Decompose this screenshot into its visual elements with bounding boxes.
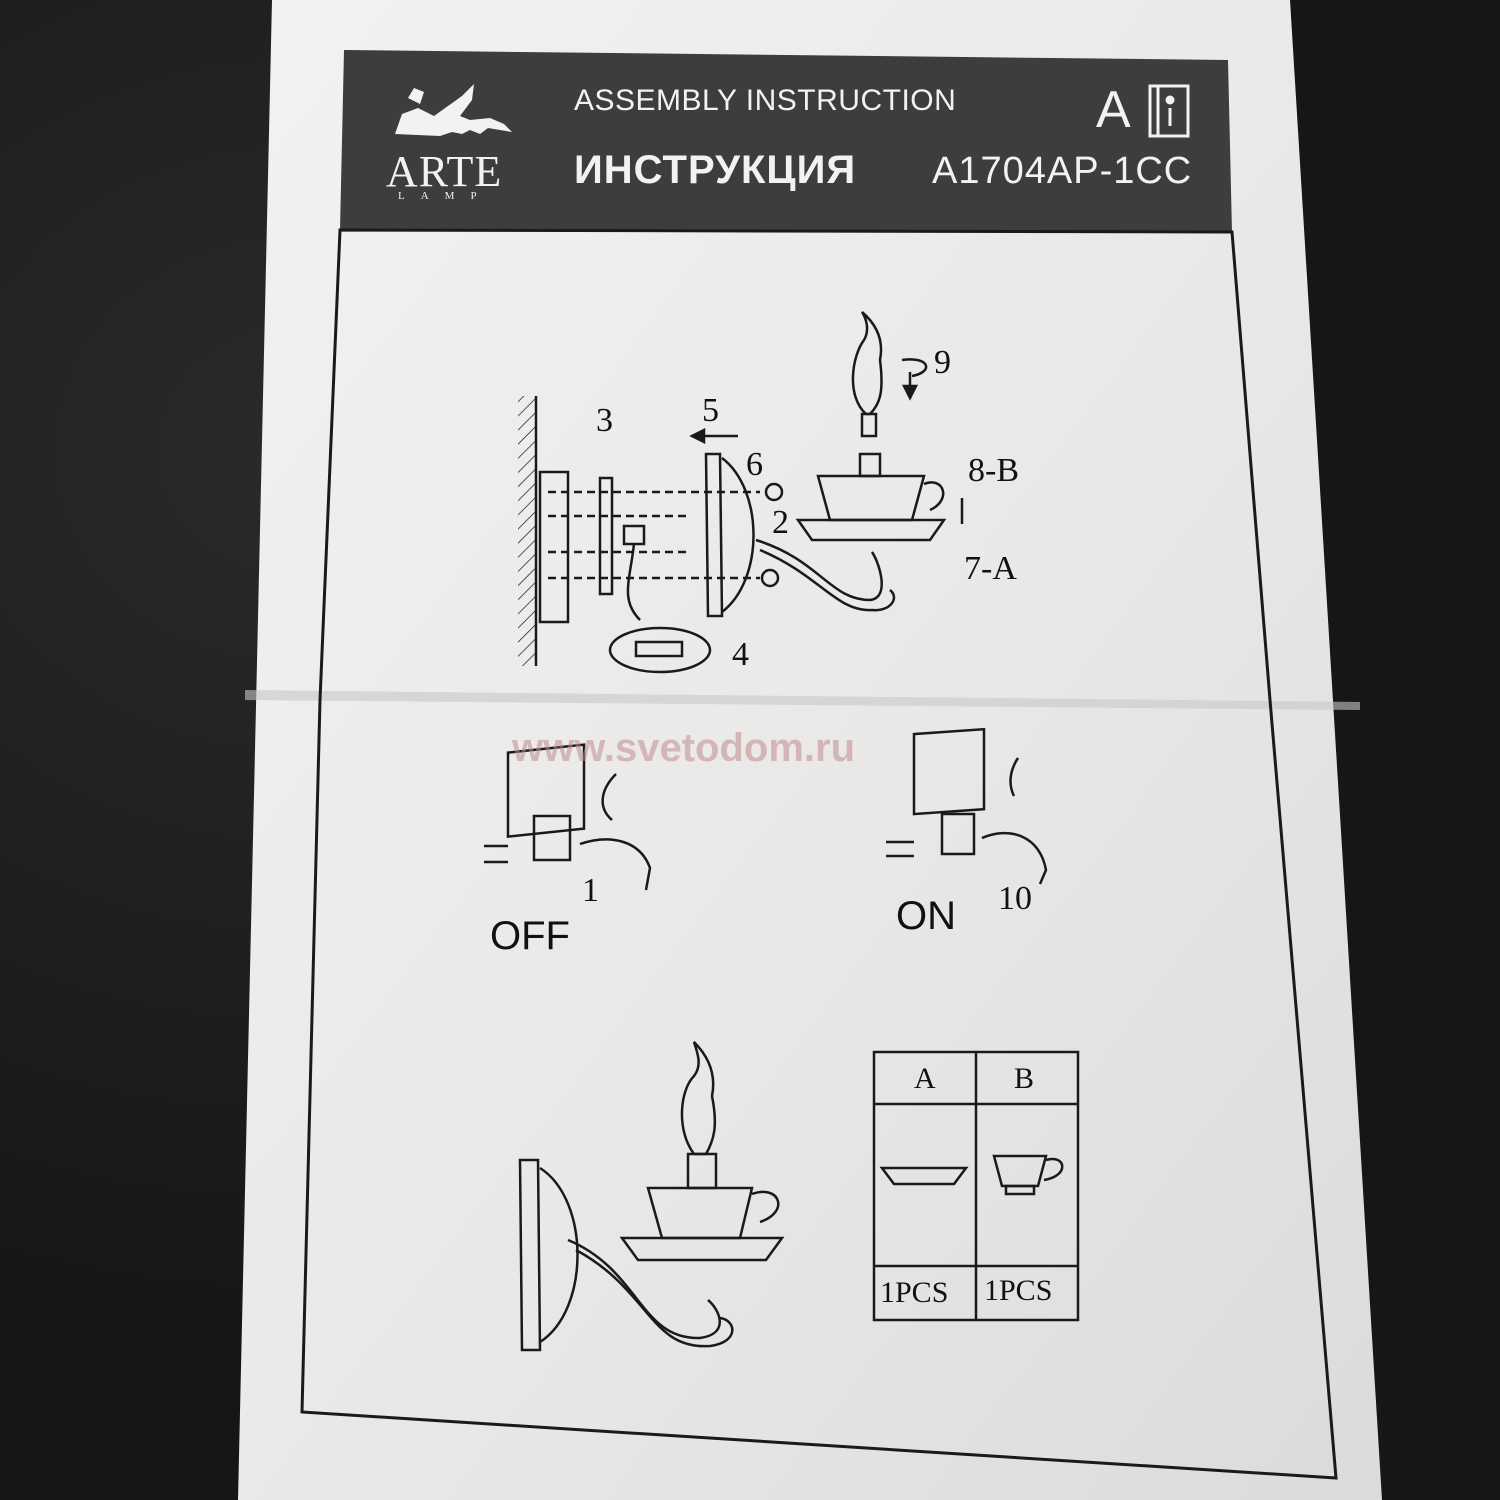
label-part-3: 3 bbox=[596, 402, 613, 439]
label-part-6: 6 bbox=[746, 446, 763, 483]
info-book-icon bbox=[1148, 84, 1190, 138]
brand-subtitle: LAMP bbox=[398, 190, 493, 202]
connector-detail bbox=[608, 626, 712, 674]
label-part-7a: 7-A bbox=[964, 550, 1017, 587]
label-part-2: 2 bbox=[772, 504, 789, 541]
mounting-plate bbox=[598, 476, 614, 596]
model-number: A1704AP-1CC bbox=[932, 150, 1193, 192]
fold-crease bbox=[245, 690, 1360, 710]
switch-off-label: OFF bbox=[490, 914, 570, 958]
label-part-8b: 8-B bbox=[968, 452, 1019, 489]
section-letter: A bbox=[1096, 81, 1131, 139]
switch-on-illustration bbox=[886, 727, 1048, 885]
brand-name: ARTE bbox=[386, 147, 503, 196]
title-russian: ИНСТРУКЦИЯ bbox=[574, 148, 857, 192]
switch-off-step: 1 bbox=[582, 872, 599, 909]
saucer-part-a bbox=[879, 1166, 969, 1186]
website-watermark: www.svetodom.ru bbox=[512, 726, 856, 770]
content-frame bbox=[300, 228, 1338, 1480]
label-part-5: 5 bbox=[702, 392, 719, 429]
winged-lion-logo bbox=[395, 84, 512, 136]
wall-hatching bbox=[518, 396, 536, 666]
table-qty-b: 1PCS bbox=[984, 1274, 1053, 1307]
backplate-dome bbox=[721, 457, 755, 613]
paper bbox=[238, 0, 1382, 1500]
table-qty-a: 1PCS bbox=[880, 1276, 949, 1309]
table-header-b: B bbox=[1014, 1062, 1035, 1095]
junction-box bbox=[538, 470, 570, 624]
switch-on-label: ON bbox=[896, 894, 956, 938]
cup-part-b bbox=[992, 1154, 1048, 1188]
table-header-a: A bbox=[914, 1062, 936, 1095]
switch-off-illustration bbox=[484, 743, 652, 891]
exploded-assembly-diagram bbox=[518, 311, 964, 674]
parts-table bbox=[872, 1050, 1080, 1322]
title-english: ASSEMBLY INSTRUCTION bbox=[574, 84, 957, 117]
switch-on-step: 10 bbox=[998, 880, 1032, 917]
label-part-9: 9 bbox=[934, 344, 951, 381]
header-band bbox=[340, 50, 1232, 232]
assembled-lamp-illustration bbox=[518, 1041, 785, 1352]
label-part-4: 4 bbox=[732, 636, 749, 673]
